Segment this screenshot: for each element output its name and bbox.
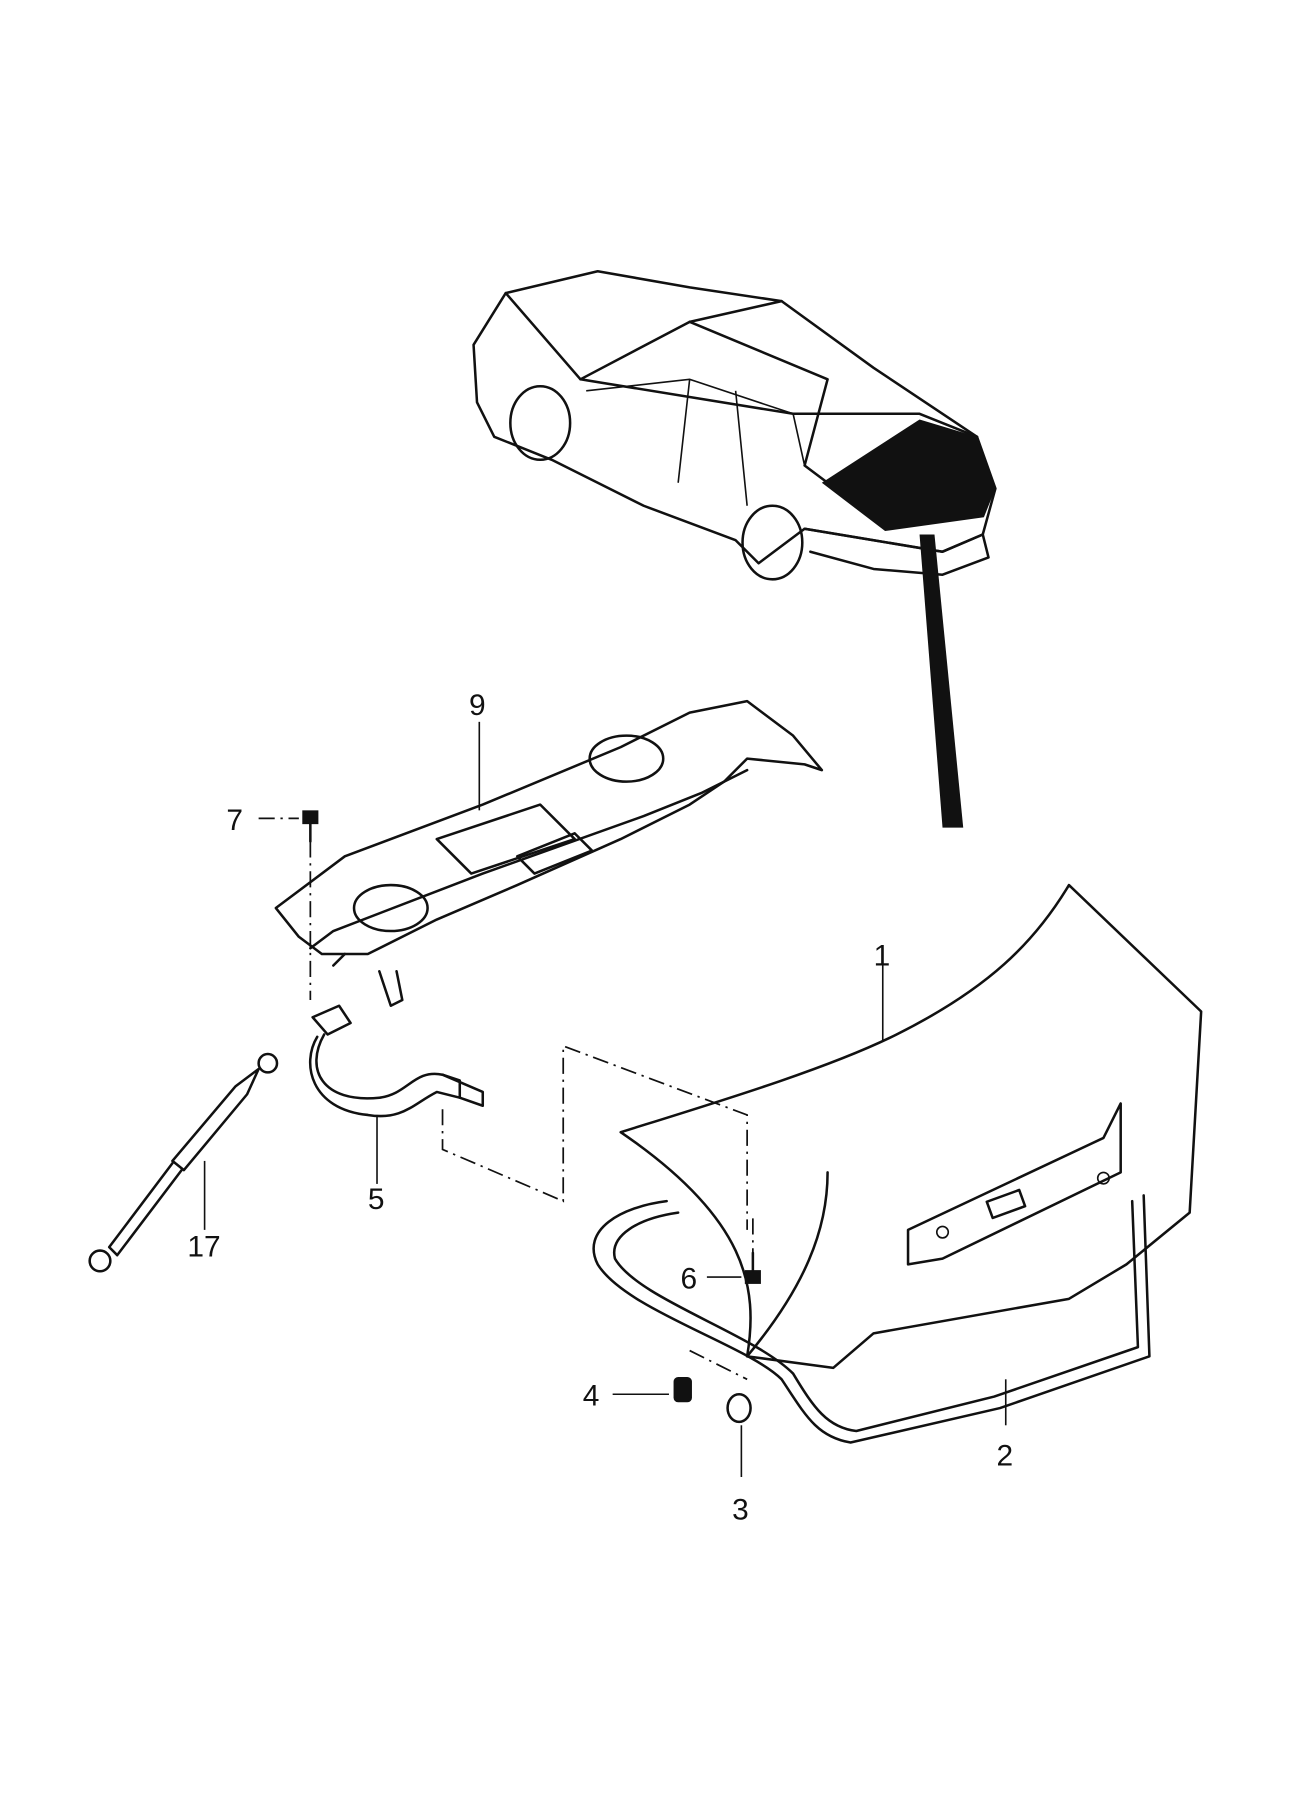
vehicle-overview bbox=[472, 269, 997, 828]
trunk-lid-1 bbox=[619, 883, 1203, 1370]
callout-6: 6 bbox=[680, 1263, 697, 1296]
bumper-4 bbox=[612, 1349, 748, 1403]
callout-17: 17 bbox=[187, 1230, 220, 1263]
trunk-highlight bbox=[821, 419, 996, 532]
callout-3: 3 bbox=[732, 1494, 749, 1527]
callout-4: 4 bbox=[583, 1380, 600, 1413]
weatherstrip-2 bbox=[592, 1194, 1151, 1444]
callout-7: 7 bbox=[226, 804, 243, 837]
rear-package-tray bbox=[274, 699, 824, 1008]
callout-1: 1 bbox=[874, 940, 891, 973]
gas-lift-17 bbox=[88, 1052, 279, 1273]
callout-5: 5 bbox=[368, 1183, 385, 1216]
callout-9: 9 bbox=[469, 689, 486, 722]
bolt-7 bbox=[258, 810, 319, 1000]
callout-2: 2 bbox=[997, 1440, 1014, 1473]
stopper-3 bbox=[726, 1392, 752, 1478]
pointer-wedge bbox=[919, 534, 964, 828]
bolt-6 bbox=[706, 1218, 761, 1284]
hinge-5 bbox=[309, 1004, 748, 1230]
